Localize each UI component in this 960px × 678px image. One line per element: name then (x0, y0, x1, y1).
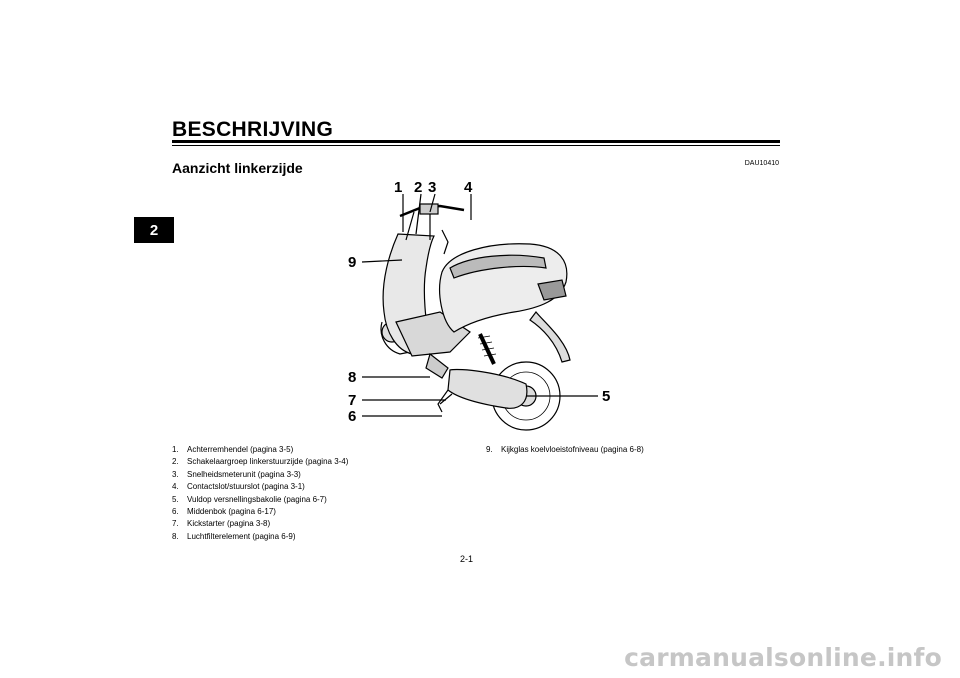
legend-item-3: 3.Snelheidsmeterunit (pagina 3-3) (172, 469, 301, 479)
scooter-illustration: 1 2 3 4 9 8 7 6 5 (348, 179, 610, 431)
chapter-tab: 2 (134, 217, 174, 243)
callout-7: 7 (348, 392, 356, 409)
section-title: Aanzicht linkerzijde (172, 160, 303, 176)
legend-list-left: 1.Achterremhendel (pagina 3-5) 2.Schakel… (172, 444, 348, 543)
page-title: BESCHRIJVING (172, 118, 334, 141)
callout-9: 9 (348, 254, 356, 271)
legend-item-1: 1.Achterremhendel (pagina 3-5) (172, 445, 294, 454)
callout-3: 3 (428, 179, 436, 196)
callout-5: 5 (602, 388, 610, 405)
callout-2: 2 (414, 179, 422, 196)
callout-6: 6 (348, 408, 356, 425)
legend-item-7: 7.Kickstarter (pagina 3-8) (172, 519, 271, 529)
legend-list-right: 9.Kijkglas koelvloeistofniveau (pagina 6… (486, 444, 644, 456)
legend-item-4: 4.Contactslot/stuurslot (pagina 3-1) (172, 482, 305, 492)
legend-item-5: 5.Vuldop versnellingsbakolie (pagina 6-7… (172, 494, 327, 504)
document-code: DAU10410 (744, 160, 779, 167)
legend-item-9: 9.Kijkglas koelvloeistofniveau (pagina 6… (486, 445, 644, 454)
engine-case (447, 368, 528, 409)
legend-item-6: 6.Middenbok (pagina 6-17) (172, 507, 276, 517)
title-rule-thin (172, 145, 780, 146)
callout-1: 1 (394, 179, 402, 196)
legend-item-2: 2.Schakelaargroep linkerstuurzijde (pagi… (172, 457, 349, 467)
callout-4: 4 (464, 179, 473, 196)
callout-8: 8 (348, 369, 356, 386)
page-number: 2-1 (460, 554, 474, 564)
legend-item-8: 8.Luchtfilterelement (pagina 6-9) (172, 531, 296, 541)
front-wheel (380, 321, 411, 355)
title-rule-thick (172, 140, 780, 143)
watermark[interactable]: carmanualsonline.info (624, 643, 942, 672)
seat (449, 254, 547, 279)
